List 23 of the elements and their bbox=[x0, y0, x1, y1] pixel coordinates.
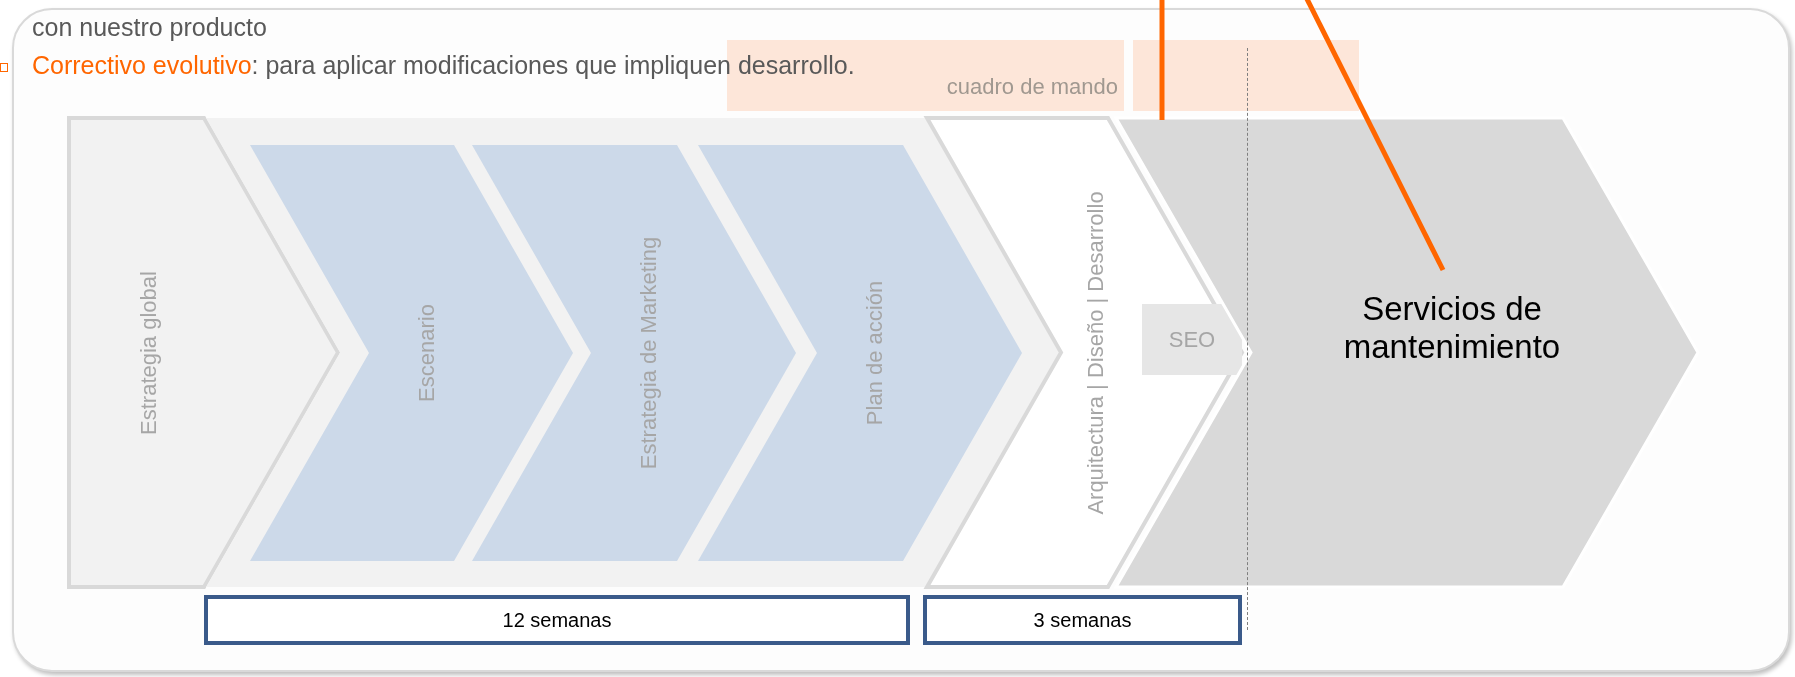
duration-label: 3 semanas bbox=[1033, 608, 1132, 632]
step-label: Escenario bbox=[413, 304, 440, 402]
step-label: Arquitectura | Diseño | Desarrollo bbox=[1082, 190, 1109, 515]
pentagon-step bbox=[69, 118, 338, 587]
highlight-box bbox=[1133, 40, 1359, 111]
step-label: Plan de acción bbox=[862, 280, 888, 426]
duration-box bbox=[923, 595, 1242, 645]
body-text: con nuestro producto bbox=[32, 12, 267, 42]
duration-label: 12 semanas bbox=[502, 608, 612, 632]
leader-line bbox=[1302, 0, 1446, 272]
body-text: Correctivo evolutivo: para aplicar modificaciones que impliquen desarrollo. bbox=[32, 50, 855, 80]
chevron-step bbox=[1116, 118, 1698, 587]
chevron-step bbox=[472, 145, 796, 561]
highlight-box bbox=[1142, 304, 1242, 375]
box-label: Servicios de mantenimiento bbox=[1342, 289, 1562, 366]
chevron-step bbox=[250, 145, 573, 561]
step-label: Estrategia global bbox=[135, 270, 162, 435]
duration-box bbox=[204, 595, 910, 645]
box-label: cuadro de mando bbox=[946, 73, 1118, 100]
step-label: Estrategia de Marketing bbox=[636, 236, 662, 470]
box-label: SEO bbox=[1168, 326, 1216, 353]
chevron-step bbox=[698, 145, 1022, 561]
leader-line bbox=[1159, 0, 1165, 120]
